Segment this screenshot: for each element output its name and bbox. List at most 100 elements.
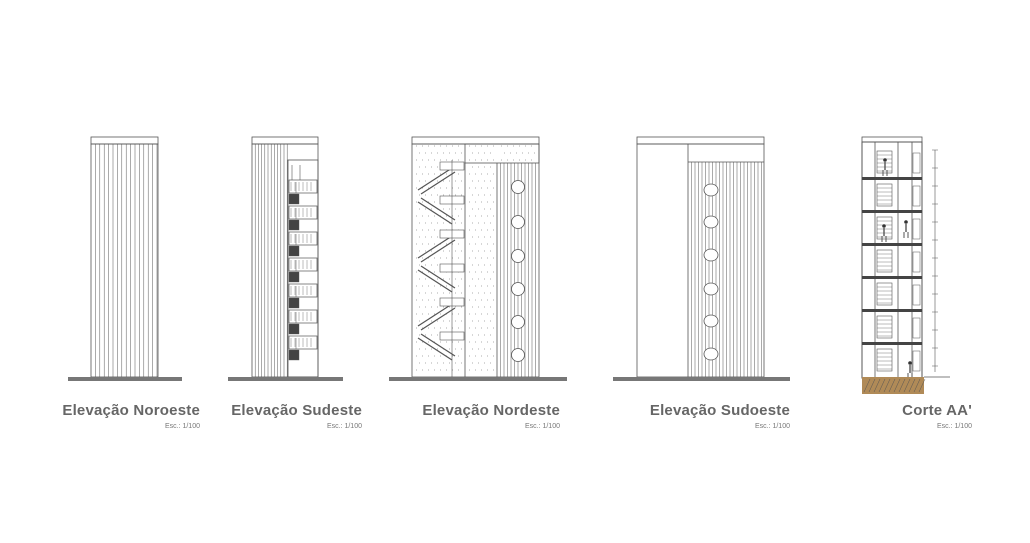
- texture-dot: [416, 159, 418, 161]
- texture-dot: [478, 320, 480, 322]
- texture-dot: [484, 152, 486, 154]
- floor-slab: [862, 342, 922, 345]
- texture-dot: [419, 166, 421, 168]
- circular-window: [703, 347, 719, 361]
- texture-dot: [425, 264, 427, 266]
- circular-window: [703, 282, 719, 296]
- texture-dot: [481, 355, 483, 357]
- texture-dot: [428, 369, 430, 371]
- roof-parapet: [411, 136, 540, 145]
- texture-dot: [472, 152, 474, 154]
- texture-dot: [475, 313, 477, 315]
- texture-dot: [416, 299, 418, 301]
- texture-dot: [455, 362, 457, 364]
- door-opening: [912, 251, 921, 273]
- texture-dot: [452, 187, 454, 189]
- view-title: Corte AA': [902, 402, 972, 419]
- texture-dot: [452, 341, 454, 343]
- texture-dot: [458, 145, 460, 147]
- roof-parapet: [636, 136, 765, 145]
- texture-dot: [490, 180, 492, 182]
- texture-dot: [487, 215, 489, 217]
- texture-dot: [487, 285, 489, 287]
- texture-dot: [475, 145, 477, 147]
- texture-dot: [428, 299, 430, 301]
- texture-dot: [493, 299, 495, 301]
- texture-dot: [481, 215, 483, 217]
- texture-dot: [484, 278, 486, 280]
- door-opening: [912, 152, 921, 174]
- texture-dot: [452, 243, 454, 245]
- door-opening: [912, 218, 921, 240]
- texture-dot: [419, 334, 421, 336]
- texture-dot: [422, 285, 424, 287]
- human-figure: [883, 158, 887, 162]
- texture-dot: [449, 180, 451, 182]
- texture-dot: [452, 327, 454, 329]
- texture-dot: [475, 327, 477, 329]
- circular-window: [703, 314, 719, 328]
- texture-dot: [437, 194, 439, 196]
- texture-dot: [419, 180, 421, 182]
- texture-dot: [481, 201, 483, 203]
- stair-landing: [288, 193, 300, 205]
- texture-dot: [472, 194, 474, 196]
- texture-dot: [484, 320, 486, 322]
- texture-dot: [434, 145, 436, 147]
- texture-dot: [428, 173, 430, 175]
- texture-dot: [428, 243, 430, 245]
- texture-dot: [484, 194, 486, 196]
- texture-dot: [484, 222, 486, 224]
- texture-dot: [428, 271, 430, 273]
- texture-dot: [419, 250, 421, 252]
- texture-dot: [487, 201, 489, 203]
- caption-elevation-sudeste: Elevação Sudeste Esc.: 1/100: [231, 402, 362, 430]
- texture-dot: [425, 166, 427, 168]
- stair-flight: [417, 235, 453, 259]
- texture-dot: [469, 257, 471, 259]
- texture-dot: [481, 327, 483, 329]
- texture-dot: [434, 257, 436, 259]
- texture-dot: [428, 341, 430, 343]
- texture-dot: [440, 145, 442, 147]
- texture-dot: [425, 152, 427, 154]
- texture-dot: [490, 166, 492, 168]
- texture-dot: [428, 229, 430, 231]
- texture-dot: [493, 145, 495, 147]
- texture-dot: [437, 278, 439, 280]
- texture-dot: [416, 327, 418, 329]
- texture-dot: [481, 187, 483, 189]
- texture-dot: [437, 152, 439, 154]
- texture-dot: [484, 264, 486, 266]
- texture-dot: [481, 271, 483, 273]
- texture-dot: [490, 250, 492, 252]
- view-title: Elevação Nordeste: [422, 402, 560, 419]
- texture-dot: [472, 278, 474, 280]
- texture-dot: [472, 264, 474, 266]
- texture-dot: [472, 362, 474, 364]
- texture-dot: [446, 243, 448, 245]
- texture-dot: [481, 173, 483, 175]
- texture-dot: [419, 222, 421, 224]
- texture-dot: [422, 145, 424, 147]
- texture-dot: [461, 306, 463, 308]
- texture-dot: [484, 362, 486, 364]
- texture-dot: [478, 152, 480, 154]
- texture-dot: [425, 194, 427, 196]
- door-opening: [912, 185, 921, 207]
- texture-dot: [434, 215, 436, 217]
- texture-dot: [437, 292, 439, 294]
- stair-flight: [876, 150, 893, 174]
- texture-dot: [525, 159, 527, 161]
- texture-dot: [528, 152, 530, 154]
- texture-dot: [422, 243, 424, 245]
- texture-dot: [478, 348, 480, 350]
- texture-dot: [461, 222, 463, 224]
- texture-dot: [428, 215, 430, 217]
- texture-dot: [493, 271, 495, 273]
- stair-flight: [876, 282, 893, 306]
- stair-flight: [417, 269, 453, 293]
- texture-dot: [519, 159, 521, 161]
- scale-note: Esc.: 1/100: [754, 423, 790, 430]
- texture-dot: [472, 306, 474, 308]
